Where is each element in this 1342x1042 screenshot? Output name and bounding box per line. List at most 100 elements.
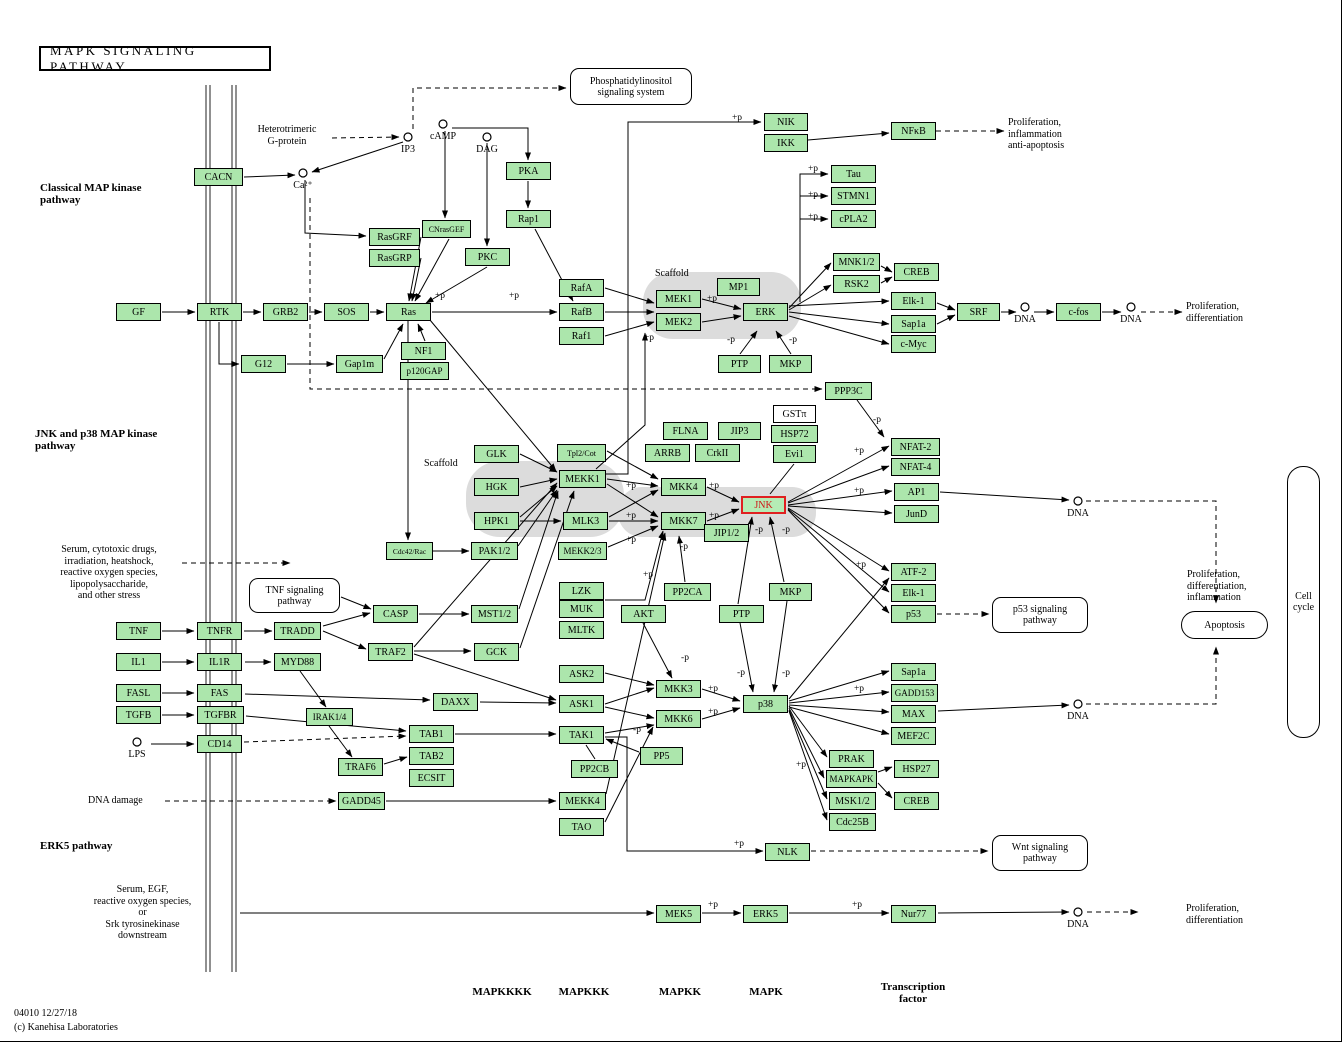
node-irak14[interactable]: IRAK1/4 (306, 708, 353, 726)
node-cfos[interactable]: c-fos (1056, 303, 1101, 321)
pathway-ref-apoptosis[interactable]: Apoptosis (1181, 611, 1268, 639)
node-g12[interactable]: G12 (241, 355, 286, 373)
node-ask2[interactable]: ASK2 (559, 665, 604, 683)
node-ecsit[interactable]: ECSIT (409, 769, 454, 787)
node-nur77[interactable]: Nur77 (891, 905, 936, 923)
node-mkp-b[interactable]: MKP (769, 583, 812, 601)
node-cdc42rac[interactable]: Cdc42/Rac (386, 542, 433, 560)
node-pp2cb[interactable]: PP2CB (571, 760, 618, 778)
node-ask1[interactable]: ASK1 (559, 695, 604, 713)
node-erk[interactable]: ERK (743, 303, 788, 321)
node-sos[interactable]: SOS (324, 303, 369, 321)
node-prak[interactable]: PRAK (829, 750, 874, 768)
node-p120gap[interactable]: p120GAP (400, 362, 449, 380)
node-tgfb[interactable]: TGFB (116, 706, 161, 724)
node-muk[interactable]: MUK (559, 600, 604, 618)
node-mlk3[interactable]: MLK3 (563, 512, 608, 530)
node-mkk4[interactable]: MKK4 (661, 478, 706, 496)
node-glk[interactable]: GLK (474, 445, 519, 463)
node-gf[interactable]: GF (116, 303, 161, 321)
node-tnf[interactable]: TNF (116, 622, 161, 640)
node-jund[interactable]: JunD (894, 505, 939, 523)
node-ppp3c[interactable]: PPP3C (825, 382, 872, 400)
node-gck[interactable]: GCK (474, 643, 519, 661)
node-nfat4[interactable]: NFAT-4 (891, 458, 940, 476)
node-tak1[interactable]: TAK1 (559, 726, 604, 744)
node-srf[interactable]: SRF (957, 303, 1000, 321)
node-jnk[interactable]: JNK (741, 496, 786, 514)
node-rtk[interactable]: RTK (197, 303, 242, 321)
node-il1[interactable]: IL1 (116, 653, 161, 671)
node-raf1[interactable]: Raf1 (559, 327, 604, 345)
node-mekk1[interactable]: MEKK1 (559, 470, 606, 488)
node-mltk[interactable]: MLTK (559, 621, 604, 639)
node-tnfr[interactable]: TNFR (197, 622, 242, 640)
node-nf1[interactable]: NF1 (401, 342, 446, 360)
node-nlk[interactable]: NLK (765, 843, 810, 861)
node-pp5[interactable]: PP5 (640, 747, 683, 765)
node-ptp-b[interactable]: PTP (719, 605, 764, 623)
node-mkk6[interactable]: MKK6 (656, 710, 701, 728)
node-nik[interactable]: NIK (764, 113, 808, 131)
node-sap1a-b[interactable]: Sap1a (891, 663, 936, 681)
node-gadd153[interactable]: GADD153 (891, 684, 938, 702)
node-jip12[interactable]: JIP1/2 (704, 524, 749, 542)
node-creb-b[interactable]: CREB (894, 792, 939, 810)
node-mek1[interactable]: MEK1 (656, 290, 701, 308)
node-tao[interactable]: TAO (559, 818, 604, 836)
node-sap1a-a[interactable]: Sap1a (891, 315, 936, 333)
node-pak12[interactable]: PAK1/2 (471, 542, 518, 560)
node-traf6[interactable]: TRAF6 (338, 758, 383, 776)
node-mst12[interactable]: MST1/2 (471, 605, 518, 623)
node-tpl2cot[interactable]: Tpl2/Cot (557, 444, 606, 462)
node-mp1[interactable]: MP1 (717, 278, 760, 296)
node-arrb[interactable]: ARRB (645, 444, 690, 462)
node-gadd45[interactable]: GADD45 (338, 792, 385, 810)
node-tab1[interactable]: TAB1 (409, 725, 454, 743)
node-cnrasgef[interactable]: CNrasGEF (422, 220, 471, 238)
node-ras[interactable]: Ras (386, 303, 431, 321)
node-traf2[interactable]: TRAF2 (368, 643, 413, 661)
node-atf2[interactable]: ATF-2 (891, 563, 936, 581)
node-tab2[interactable]: TAB2 (409, 747, 454, 765)
node-cdc25b[interactable]: Cdc25B (829, 813, 876, 831)
node-rafa[interactable]: RafA (559, 279, 604, 297)
node-rap1[interactable]: Rap1 (506, 210, 551, 228)
node-hgk[interactable]: HGK (474, 478, 519, 496)
node-mek2[interactable]: MEK2 (656, 313, 701, 331)
node-gap1m[interactable]: Gap1m (336, 355, 383, 373)
node-daxx[interactable]: DAXX (433, 693, 478, 711)
node-mnk12[interactable]: MNK1/2 (833, 253, 880, 271)
node-p38[interactable]: p38 (743, 695, 788, 713)
node-akt[interactable]: AKT (621, 605, 666, 623)
node-grb2[interactable]: GRB2 (263, 303, 308, 321)
node-p53[interactable]: p53 (891, 605, 936, 623)
node-rafb[interactable]: RafB (559, 303, 604, 321)
node-fas[interactable]: FAS (197, 684, 242, 702)
node-ap1[interactable]: AP1 (894, 483, 939, 501)
node-mef2c[interactable]: MEF2C (891, 727, 936, 745)
node-elk1-b[interactable]: Elk-1 (891, 584, 936, 602)
node-tgfbr[interactable]: TGFBR (197, 706, 244, 724)
node-pka[interactable]: PKA (506, 162, 551, 180)
node-rasgrp[interactable]: RasGRP (369, 249, 420, 267)
node-gstpi[interactable]: GSTπ (773, 405, 816, 423)
node-pp2ca[interactable]: PP2CA (664, 583, 711, 601)
node-rsk2[interactable]: RSK2 (833, 275, 880, 293)
node-cd14[interactable]: CD14 (197, 735, 242, 753)
node-hsp72[interactable]: HSP72 (771, 425, 818, 443)
node-crkii[interactable]: CrkII (695, 444, 740, 462)
node-il1r[interactable]: IL1R (197, 653, 242, 671)
node-cpla2[interactable]: cPLA2 (831, 210, 876, 228)
node-casp[interactable]: CASP (373, 605, 418, 623)
node-mekk23[interactable]: MEKK2/3 (558, 542, 607, 560)
node-fasl[interactable]: FASL (116, 684, 161, 702)
node-creb-a[interactable]: CREB (894, 263, 939, 281)
node-rasgrf[interactable]: RasGRF (369, 228, 420, 246)
node-hsp27[interactable]: HSP27 (894, 760, 939, 778)
node-nfkb[interactable]: NFκB (891, 122, 936, 140)
